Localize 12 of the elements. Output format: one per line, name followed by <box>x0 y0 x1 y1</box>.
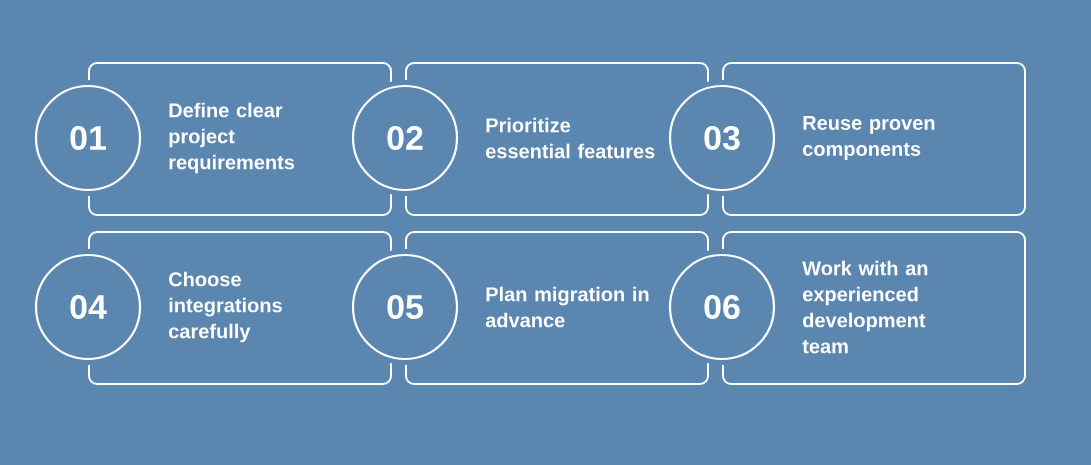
step-title: Define clear project requirements <box>169 102 295 174</box>
step-title: Plan migration in advance <box>485 286 649 328</box>
step-title: Choose integrations carefully <box>169 271 282 343</box>
step-title: Work with an experienced development team <box>802 260 928 354</box>
number-label: 04 <box>70 294 107 320</box>
step-title: Prioritize essential features <box>486 117 655 159</box>
number-label: 02 <box>387 125 423 151</box>
step-title: Reuse proven components <box>803 116 935 160</box>
number-label: 06 <box>704 294 740 320</box>
number-label: 03 <box>704 125 740 151</box>
number-label: 01 <box>70 125 106 151</box>
number-label: 05 <box>387 294 423 320</box>
